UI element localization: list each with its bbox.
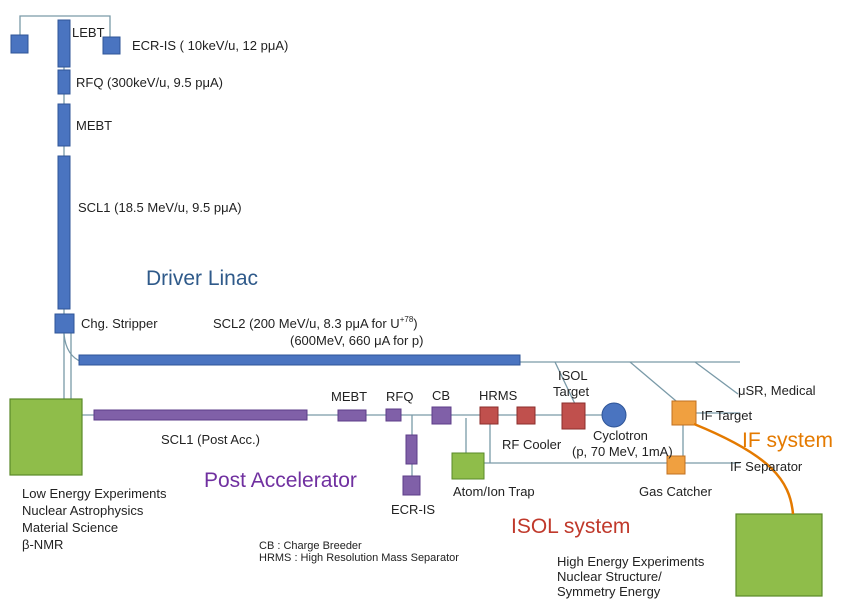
scl1-post-label: SCL1 (Post Acc.): [161, 432, 260, 447]
scl2-label-close: ): [413, 316, 417, 331]
isol-components: [479, 402, 586, 430]
hrms-block-1[interactable]: [479, 406, 499, 425]
high-energy-line-1: High Energy Experiments: [557, 554, 705, 569]
cyclotron-label-1: Cyclotron: [593, 428, 648, 443]
cyclotron-circle[interactable]: [601, 402, 627, 428]
scl2-proton-label: (600MeV, 660 μA for p): [290, 333, 423, 348]
low-energy-experiments-box[interactable]: [9, 398, 83, 476]
hrms-label: HRMS: [479, 388, 518, 403]
rf-cooler-label: RF Cooler: [502, 437, 562, 452]
atom-ion-trap-label: Atom/Ion Trap: [453, 484, 535, 499]
scl2-label-main: SCL2 (200 MeV/u, 8.3 pμA for U: [213, 316, 400, 331]
ecr-is-label: ECR-IS ( 10keV/u, 12 pμA): [132, 38, 288, 53]
cb-label: CB: [432, 388, 450, 403]
low-energy-line-2: Nuclear Astrophysics: [22, 503, 144, 518]
gas-catcher-block[interactable]: [666, 455, 686, 475]
scl2-label-sup: +78: [400, 315, 414, 324]
legend-hrms: HRMS : High Resolution Mass Separator: [259, 552, 459, 564]
post-ecr-connector[interactable]: [405, 434, 418, 465]
scl1-label: SCL1 (18.5 MeV/u, 9.5 pμA): [78, 200, 242, 215]
scl2-block[interactable]: [78, 354, 521, 366]
ecr-is-box[interactable]: [102, 36, 121, 55]
rfq-label: RFQ (300keV/u, 9.5 pμA): [76, 75, 223, 90]
if-separator-label: IF Separator: [730, 459, 803, 474]
low-energy-line-1: Low Energy Experiments: [22, 486, 167, 501]
post-accelerator-title: Post Accelerator: [204, 469, 357, 492]
usr-branch-line: [629, 361, 683, 407]
isol-target-block[interactable]: [561, 402, 586, 430]
charge-stripper-box[interactable]: [54, 313, 75, 334]
rfq-block[interactable]: [57, 69, 71, 95]
isol-branch-line: [554, 361, 576, 405]
post-accelerator: [93, 406, 452, 496]
scl1-block[interactable]: [57, 155, 71, 310]
usr-medical-label: μSR, Medical: [738, 383, 816, 398]
high-energy-line-2: Nuclear Structure/: [557, 569, 662, 584]
driver-linac-title: Driver Linac: [146, 267, 258, 290]
driver-linac: [10, 19, 521, 366]
atom-ion-trap-box[interactable]: [451, 452, 485, 480]
isol-system-title: ISOL system: [511, 515, 630, 538]
scl2-label: SCL2 (200 MeV/u, 8.3 pμA for U+78): [213, 315, 418, 331]
post-mebt-label: MEBT: [331, 389, 367, 404]
ion-source-box-left[interactable]: [10, 34, 29, 54]
post-rfq-label: RFQ: [386, 389, 413, 404]
medical-branch-line: [694, 361, 739, 395]
lebt-label: LEBT: [72, 25, 105, 40]
mebt-label: MEBT: [76, 118, 112, 133]
gas-catcher-label: Gas Catcher: [639, 484, 713, 499]
post-rfq-block[interactable]: [385, 408, 402, 422]
low-energy-line-4: β-NMR: [22, 537, 63, 552]
post-ecr-is-block[interactable]: [402, 475, 421, 496]
if-system-title: IF system: [742, 429, 833, 452]
if-target-block[interactable]: [671, 400, 697, 426]
if-target-label: IF Target: [701, 408, 752, 423]
post-scl1-block[interactable]: [93, 409, 308, 421]
isol-target-label-1: ISOL: [558, 368, 588, 383]
post-ecr-is-label: ECR-IS: [391, 502, 435, 517]
chg-stripper-label: Chg. Stripper: [81, 316, 158, 331]
low-energy-line-3: Material Science: [22, 520, 118, 535]
lebt-top-line: [19, 15, 111, 40]
cyclotron-label-2: (p, 70 MeV, 1mA): [572, 444, 673, 459]
mebt-block[interactable]: [57, 103, 71, 147]
isol-target-label-2: Target: [553, 384, 590, 399]
post-mebt-block[interactable]: [337, 409, 367, 422]
legend-cb: CB : Charge Breeder: [259, 540, 362, 552]
high-energy-experiments-box[interactable]: [735, 513, 823, 597]
charge-breeder-block[interactable]: [431, 406, 452, 425]
hrms-block-2[interactable]: [516, 406, 536, 425]
high-energy-line-3: Symmetry Energy: [557, 584, 661, 599]
if-beam-curve: [693, 422, 795, 515]
lebt-block[interactable]: [57, 19, 71, 68]
